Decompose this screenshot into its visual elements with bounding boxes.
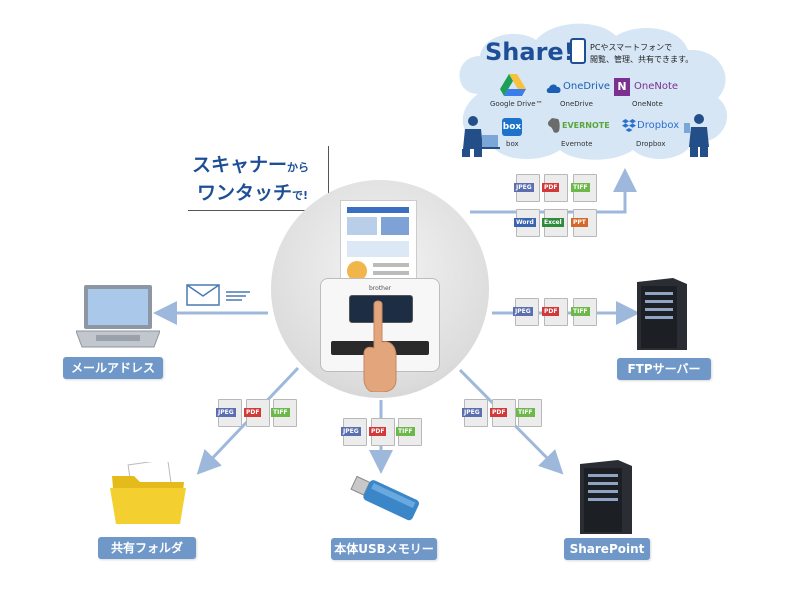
label-usb: 本体USBメモリー bbox=[331, 538, 437, 560]
file-pdf-usb: PDF bbox=[369, 418, 395, 446]
person-phone-icon bbox=[684, 114, 709, 157]
ftp-server-icon bbox=[637, 278, 687, 350]
file-tiff-ftp: TIFF bbox=[571, 298, 597, 326]
onedrive-logo-text: OneDrive bbox=[563, 81, 611, 92]
onenote-icon: N bbox=[614, 78, 630, 96]
dropbox-logo-text: Dropbox bbox=[637, 120, 680, 131]
envelope-icon bbox=[186, 284, 250, 306]
file-pdf-folder: PDF bbox=[244, 399, 270, 427]
person-laptop-icon bbox=[462, 116, 500, 157]
evernote-caption: Evernote bbox=[561, 140, 593, 148]
headline-frame bbox=[188, 146, 329, 211]
headline-line2: ワンタッチで! bbox=[197, 178, 308, 205]
file-tiff-usb: TIFF bbox=[396, 418, 422, 446]
finger-icon bbox=[363, 300, 397, 392]
laptop-icon bbox=[76, 285, 160, 348]
file-tiff-sharepoint: TIFF bbox=[516, 399, 542, 427]
usb-drive-icon bbox=[350, 475, 419, 521]
onedrive-icon bbox=[546, 84, 561, 93]
headline-line1-main: スキャナー bbox=[192, 154, 288, 176]
box-logo-text: box bbox=[502, 122, 522, 132]
scanned-document bbox=[340, 200, 417, 290]
google-drive-caption: Google Drive™ bbox=[490, 100, 543, 108]
file-pdf-ftp: PDF bbox=[542, 298, 568, 326]
scanner-brand: brother bbox=[369, 285, 392, 292]
label-email: メールアドレス bbox=[63, 357, 163, 379]
sharepoint-server-icon bbox=[580, 460, 632, 534]
file-pdf-cloud: PDF bbox=[542, 174, 568, 202]
headline-line2-main: ワンタッチ bbox=[197, 182, 293, 204]
label-sharepoint: SharePoint bbox=[564, 538, 650, 560]
file-tiff-folder: TIFF bbox=[271, 399, 297, 427]
file-jpeg-ftp: JPEG bbox=[513, 298, 539, 326]
share-title: Share! bbox=[485, 38, 575, 66]
file-pdf-sharepoint: PDF bbox=[490, 399, 516, 427]
evernote-icon bbox=[547, 118, 560, 133]
box-icon: box bbox=[502, 118, 522, 136]
headline-line2-suffix: で! bbox=[292, 189, 309, 202]
headline-line1: スキャナーから bbox=[192, 150, 309, 177]
share-description-line2: 閲覧、管理、共有できます。 bbox=[590, 55, 694, 64]
smartphone-icon bbox=[570, 38, 586, 64]
file-jpeg-folder: JPEG bbox=[216, 399, 242, 427]
file-word-cloud: Word bbox=[514, 209, 540, 237]
onenote-caption: OneNote bbox=[632, 100, 663, 108]
onedrive-caption: OneDrive bbox=[560, 100, 593, 108]
file-ppt-cloud: PPT bbox=[571, 209, 597, 237]
file-jpeg-cloud: JPEG bbox=[514, 174, 540, 202]
file-tiff-cloud: TIFF bbox=[571, 174, 597, 202]
dropbox-caption: Dropbox bbox=[636, 140, 666, 148]
headline-line1-suffix: から bbox=[287, 161, 310, 174]
google-drive-icon bbox=[500, 74, 526, 96]
onenote-logo-text: OneNote bbox=[634, 81, 679, 92]
cloud-shape bbox=[459, 23, 728, 160]
box-caption: box bbox=[506, 140, 519, 148]
file-jpeg-usb: JPEG bbox=[341, 418, 367, 446]
share-description-line1: PCやスマートフォンで bbox=[590, 43, 673, 52]
file-excel-cloud: Excel bbox=[542, 209, 568, 237]
label-folder: 共有フォルダ bbox=[98, 537, 196, 559]
dropbox-icon bbox=[622, 119, 636, 132]
folder-icon bbox=[110, 462, 186, 524]
label-ftp: FTPサーバー bbox=[617, 358, 711, 380]
file-jpeg-sharepoint: JPEG bbox=[462, 399, 488, 427]
evernote-logo-text: EVERNOTE bbox=[562, 121, 610, 130]
